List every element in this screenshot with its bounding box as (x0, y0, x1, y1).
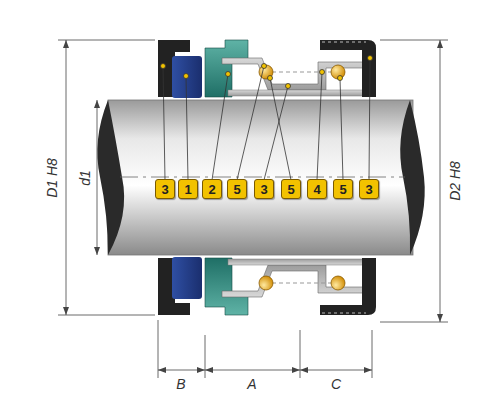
callout-number: 3 (365, 183, 372, 196)
diameter-dimension: d1 (78, 168, 92, 188)
length-dimension: C (329, 377, 343, 391)
callout-box: 4 (307, 179, 327, 199)
length-dimension: A (245, 377, 258, 391)
callout-number: 3 (161, 183, 168, 196)
callout-box: 5 (227, 179, 247, 199)
diameter-dimension: D2 H8 (448, 159, 462, 203)
callout-number: 2 (208, 183, 215, 196)
callout-box: 5 (333, 179, 353, 199)
callout-box: 3 (359, 179, 379, 199)
callout-box: 3 (155, 179, 175, 199)
callout-number: 5 (233, 183, 240, 196)
callout-number: 1 (184, 183, 191, 196)
callout-box: 2 (202, 179, 222, 199)
length-dimension: B (174, 377, 187, 391)
callout-number: 3 (260, 183, 267, 196)
callout-box: 1 (178, 179, 198, 199)
diameter-dimension: D1 H8 (45, 156, 59, 200)
callout-number: 5 (339, 183, 346, 196)
callout-box: 5 (281, 179, 301, 199)
callout-number: 4 (313, 183, 320, 196)
callout-number: 5 (287, 183, 294, 196)
callout-box: 3 (254, 179, 274, 199)
